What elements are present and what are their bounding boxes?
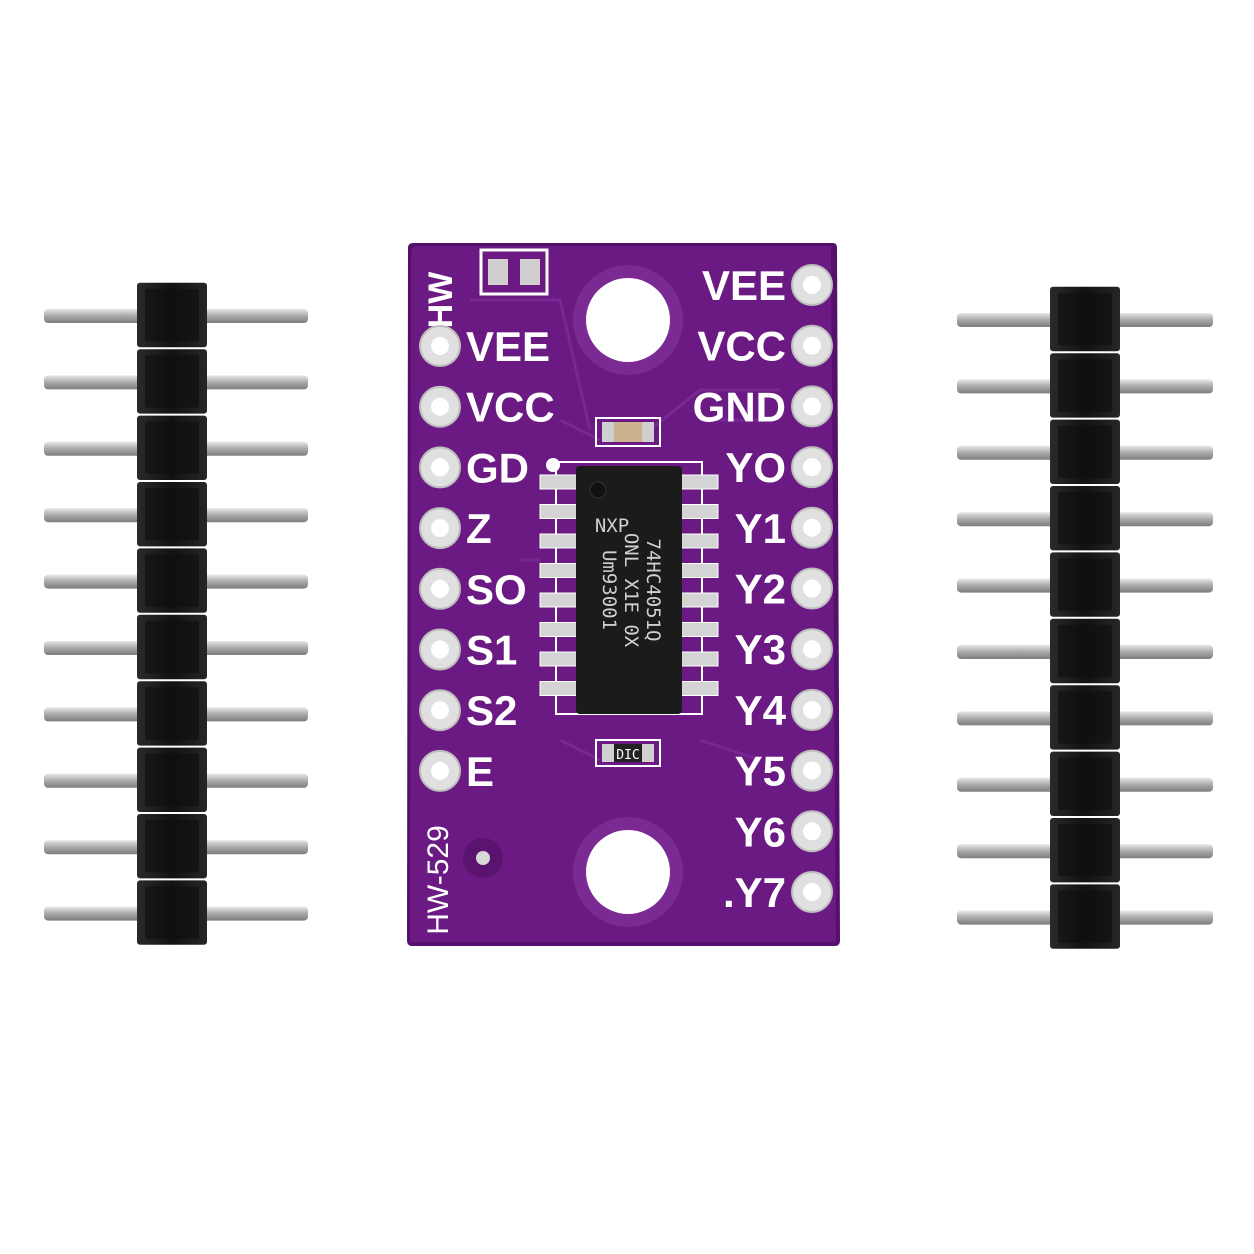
pin-label-right: Y4 [735,687,787,734]
chip-line3: Um93001 [598,550,620,630]
chip-pin [539,563,581,578]
chip-pin [677,622,719,637]
chip-pin [677,592,719,608]
right-pin-header [957,286,1213,949]
ic-chip: 74HC4051Q ONL X1E 0X Um93001 NXP [539,461,719,715]
chip-pin [539,622,581,637]
chip-pin [677,533,719,549]
chip-pin [539,533,581,549]
pin-label-left: GD [466,444,529,491]
chip-pin [677,563,719,578]
mounting-hole-top [573,265,683,375]
pin-label-left: E [466,748,494,795]
capacitor-bottom: DIC [595,739,661,767]
silk-model-text: HW-529 [422,825,455,934]
silk-top-text: HW [422,271,460,329]
chip-pin [539,504,581,519]
pin-label-left: VCC [466,384,555,431]
pin-label-right: VEE [702,262,786,309]
chip-pin [677,504,719,519]
pin-label-left: SO [466,566,527,613]
chip-pin [677,681,719,696]
mounting-hole-bottom [573,817,683,927]
chip-pin [677,474,719,490]
pin-label-right: Y2 [735,566,786,613]
chip-pin [677,651,719,667]
chip-brand: NXP [595,515,629,537]
pin-label-right: .Y7 [723,869,786,916]
chip-pin [539,592,581,608]
pin-label-left: S2 [466,687,517,734]
pin-label-left: S1 [466,627,517,674]
pin-label-right: Y5 [735,748,786,795]
chip-line2: ONL X1E 0X [620,533,642,648]
chip-pin [539,651,581,667]
pin-label-right: Y6 [735,808,786,855]
chip-line1: 74HC4051Q [642,539,664,642]
chip-pin [539,681,581,696]
cap-label: DIC [616,748,639,763]
pin-label-right: Y1 [735,505,786,552]
left-pin-header [44,282,308,945]
pin-label-right: YO [725,444,786,491]
solder-jumper [479,248,549,296]
pin-label-right: Y3 [735,626,786,673]
pin-label-left: Z [466,505,492,552]
pcb-board: HW HW-529 DIC 74HC4051Q ONL X1E 0X Um9 [407,243,840,946]
pin-label-right: GND [693,383,786,430]
pin-label-right: VCC [697,323,786,370]
capacitor-top [595,417,661,447]
chip-pin [539,474,581,490]
pin-label-left: VEE [466,323,550,370]
